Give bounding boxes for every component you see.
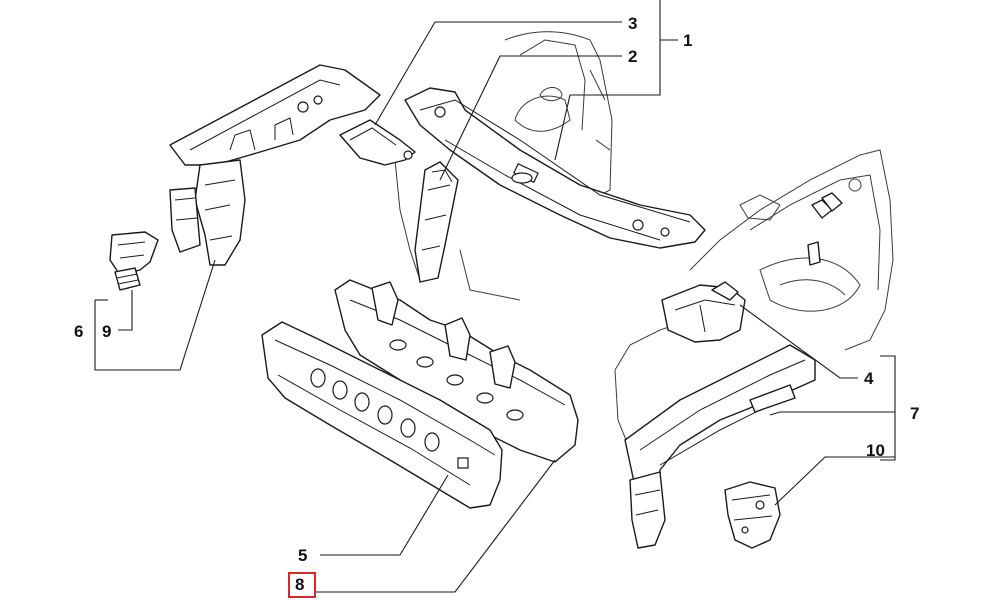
leader-5 — [320, 474, 449, 556]
bracket-1 — [554, 0, 661, 161]
callout-4: 4 — [864, 369, 874, 388]
leader-10 — [774, 456, 895, 506]
body-shell-upper-ghost — [394, 31, 613, 301]
leader-lines — [94, 0, 896, 593]
callout-6: 6 — [74, 322, 83, 341]
leader-7 — [769, 411, 895, 416]
mount-bracket — [661, 281, 746, 343]
leader-3 — [374, 21, 622, 126]
callout-1: 1 — [683, 31, 692, 50]
callout-7: 7 — [910, 404, 919, 423]
leader-9 — [118, 290, 133, 331]
left-side-rail — [169, 64, 381, 266]
right-side-rail — [624, 344, 816, 549]
upper-crossmember — [404, 87, 706, 249]
leader-4 — [739, 304, 858, 379]
callout-8: 8 — [295, 575, 304, 594]
callout-8-highlight-box — [288, 572, 316, 598]
small-bracket-with-bolt — [109, 231, 159, 291]
inner-bracket — [724, 481, 781, 549]
bracket-7 — [880, 355, 896, 461]
bracket-6 — [94, 259, 216, 371]
vertical-strut — [414, 161, 459, 283]
callout-9: 9 — [102, 322, 111, 341]
callouts: 3 2 1 6 9 5 8 4 7 10 — [74, 14, 919, 598]
body-shell-right-ghost — [614, 149, 894, 451]
shell-studs — [807, 192, 843, 266]
callout-5: 5 — [298, 546, 307, 565]
leader-8 — [316, 459, 556, 593]
clip-bracket — [339, 119, 416, 166]
leader-2 — [439, 55, 622, 181]
lower-front-crossmember — [334, 279, 579, 463]
callout-2: 2 — [628, 47, 637, 66]
callout-10: 10 — [866, 441, 885, 460]
bumper-beam — [261, 321, 503, 509]
callout-3: 3 — [628, 14, 637, 33]
